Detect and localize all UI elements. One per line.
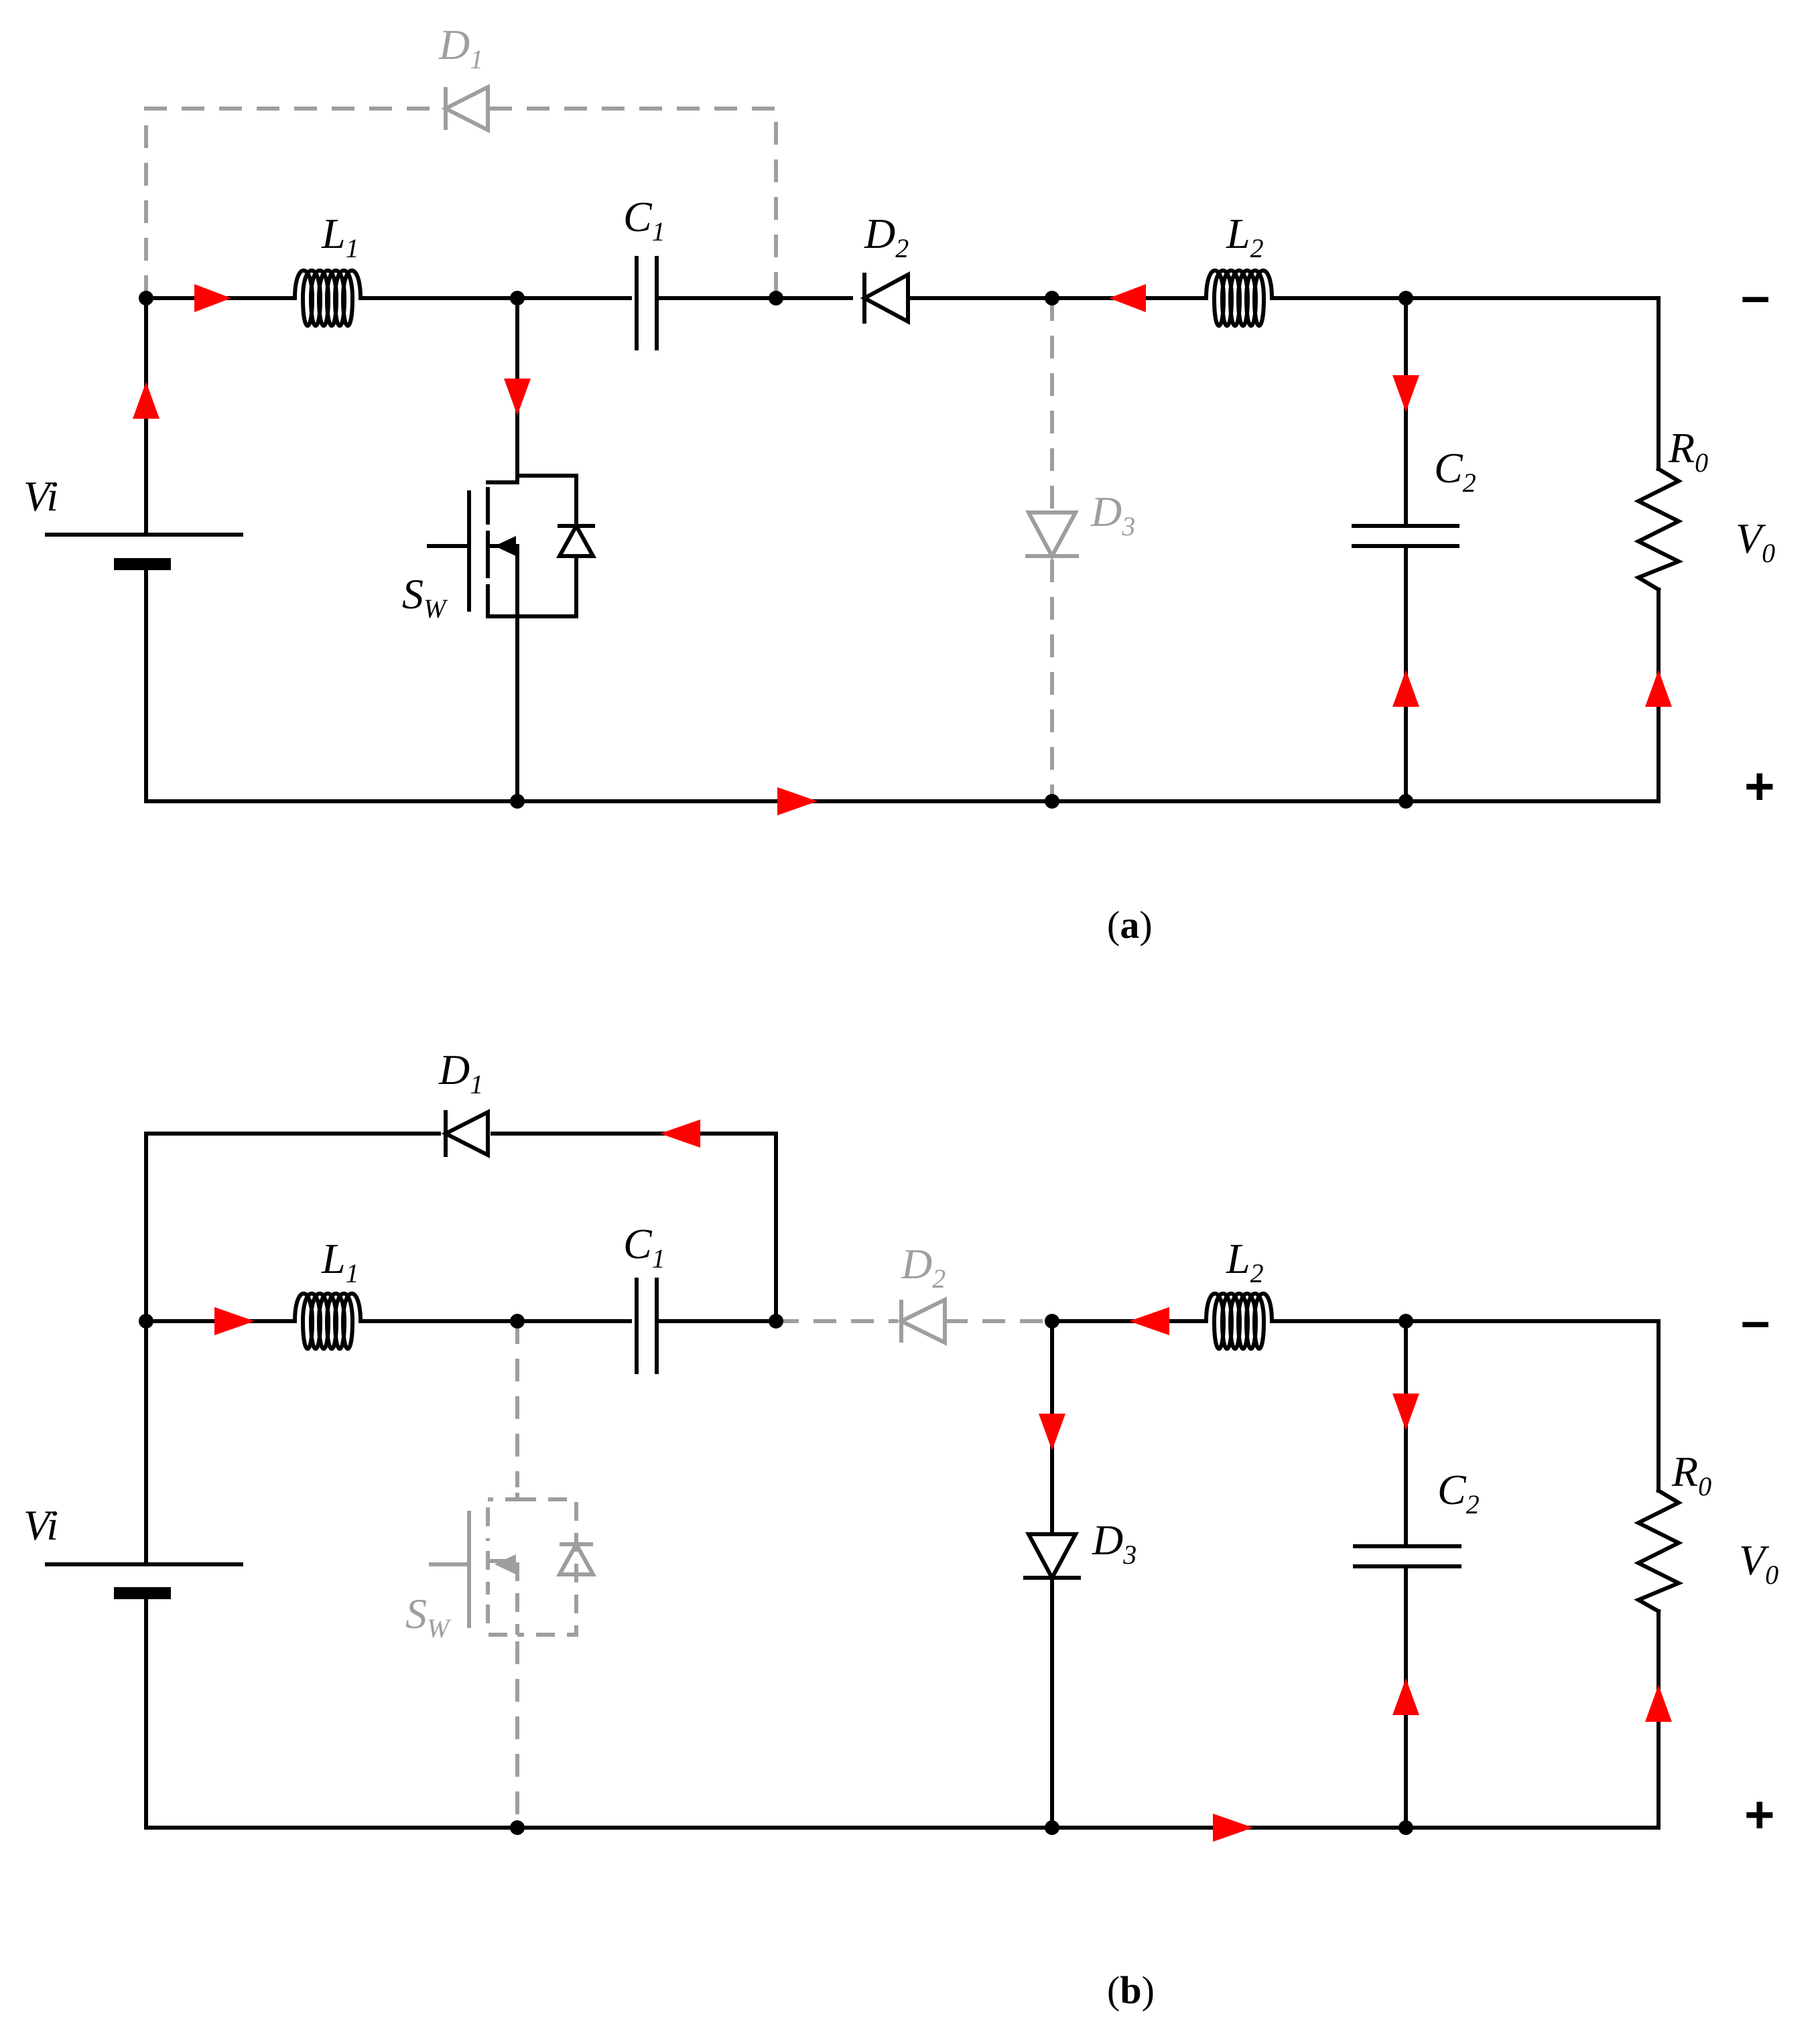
current-arrows <box>133 284 1672 815</box>
wire-l2-to-right <box>1298 1319 1661 1493</box>
capacitor-c2 <box>1353 1544 1461 1568</box>
junction-dots <box>139 291 1413 809</box>
battery-vi <box>45 533 243 570</box>
label-d1: D1 <box>438 21 483 74</box>
label-minus: – <box>1741 1291 1770 1350</box>
diode-d1-inactive <box>144 84 778 298</box>
current-arrow <box>1392 1678 1419 1715</box>
label-r0: R0 <box>1671 1448 1711 1501</box>
label-minus: – <box>1741 266 1770 325</box>
inductor-l1 <box>279 268 391 328</box>
current-arrows <box>214 1120 1672 1842</box>
label-d2: D2 <box>901 1240 946 1294</box>
caption-b: (b) <box>1107 1968 1155 2012</box>
current-arrow <box>660 1120 700 1148</box>
inductor-l2 <box>1191 268 1302 328</box>
inductor-l1 <box>279 1291 391 1351</box>
diode-d1 <box>441 1109 490 1158</box>
caption-a: (a) <box>1107 903 1153 947</box>
current-arrow <box>1392 1394 1419 1430</box>
current-arrow <box>1645 670 1672 707</box>
wire-d1-loop <box>144 1132 778 1323</box>
label-v0: V0 <box>1739 1536 1778 1590</box>
current-arrow <box>1392 670 1419 707</box>
resistor-r0 <box>1634 1487 1684 1615</box>
resistor-r0 <box>1634 466 1684 593</box>
diode-d3 <box>1023 1532 1081 1582</box>
current-arrow <box>504 379 531 415</box>
label-plus: + <box>1744 1785 1775 1844</box>
current-arrow <box>214 1307 255 1335</box>
label-c1: C1 <box>623 193 665 247</box>
label-c2: C2 <box>1434 444 1476 498</box>
capacitor-c1 <box>635 256 659 350</box>
wire-l2-to-right <box>1298 296 1661 471</box>
label-l2: L2 <box>1226 1235 1264 1288</box>
current-arrow <box>1645 1685 1672 1722</box>
label-l1: L1 <box>321 1235 359 1288</box>
inductor-l2 <box>1191 1291 1302 1351</box>
label-d3: D3 <box>1090 488 1135 541</box>
current-arrow <box>1392 375 1419 412</box>
label-vi: Vi <box>23 472 58 520</box>
label-l2: L2 <box>1226 210 1264 263</box>
label-d2: D2 <box>864 210 909 263</box>
current-arrow <box>777 787 818 815</box>
diode-d3-inactive <box>1025 298 1080 801</box>
label-vi: Vi <box>23 1501 58 1549</box>
diode-d2 <box>860 271 910 326</box>
label-sw: SW <box>402 570 448 624</box>
capacitor-c1 <box>635 1278 659 1374</box>
mosfet-sw <box>427 474 597 618</box>
label-c1: C1 <box>623 1220 665 1274</box>
label-c2: C2 <box>1437 1466 1480 1519</box>
label-v0: V0 <box>1736 515 1775 568</box>
label-d1: D1 <box>438 1046 483 1099</box>
current-arrow <box>1109 284 1146 312</box>
current-arrow <box>1213 1814 1253 1842</box>
label-r0: R0 <box>1668 424 1708 478</box>
diode-d2-inactive <box>776 1296 1052 1346</box>
current-arrow <box>1129 1307 1169 1335</box>
battery-vi <box>45 1562 243 1599</box>
label-d3: D3 <box>1092 1516 1136 1570</box>
label-l1: L1 <box>321 210 359 263</box>
current-arrow <box>1039 1414 1065 1450</box>
mosfet-sw-inactive <box>429 1321 597 1828</box>
panel-b: D1 L1 C1 D2 L2 C2 D3 R0 V0 SW Vi – + (b) <box>23 1046 1778 2012</box>
panel-a: D1 L1 C1 D2 L2 C2 D3 R0 V0 SW Vi – + (a) <box>23 21 1775 947</box>
current-arrow <box>133 382 159 419</box>
capacitor-c2 <box>1352 524 1459 548</box>
current-arrow <box>194 284 231 312</box>
junction-dots <box>139 1314 1413 1835</box>
label-sw: SW <box>405 1590 452 1643</box>
label-plus: + <box>1744 756 1775 815</box>
